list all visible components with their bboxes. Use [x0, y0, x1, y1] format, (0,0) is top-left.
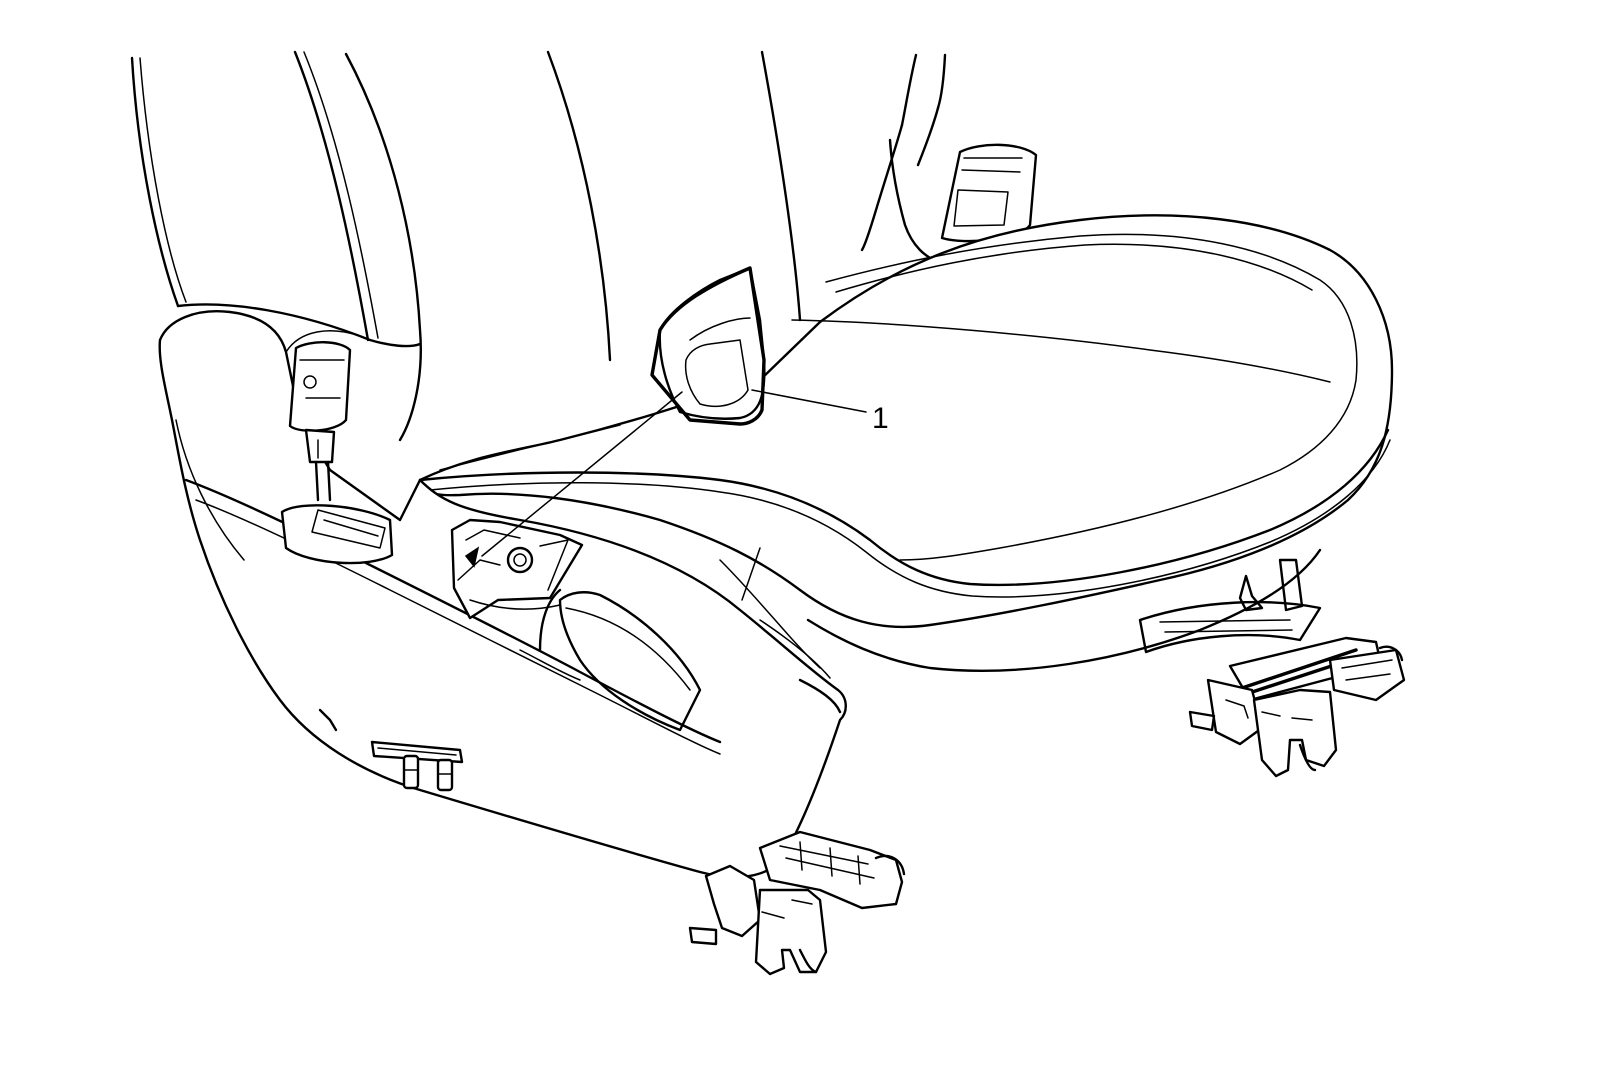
left-seat-track: [688, 830, 906, 976]
seat-back: [130, 50, 947, 442]
callout-leaders: [481, 389, 867, 557]
right-seat-track: [1138, 558, 1406, 778]
callout-label-1: 1: [872, 402, 889, 435]
rear-seat-belt-buckle: [940, 143, 1038, 243]
front-seat-belt-buckle: [280, 341, 394, 565]
seat-adjuster-switch-bezel: [650, 266, 766, 426]
under-seat-studs: [318, 708, 464, 792]
switch-opening: [450, 518, 584, 620]
